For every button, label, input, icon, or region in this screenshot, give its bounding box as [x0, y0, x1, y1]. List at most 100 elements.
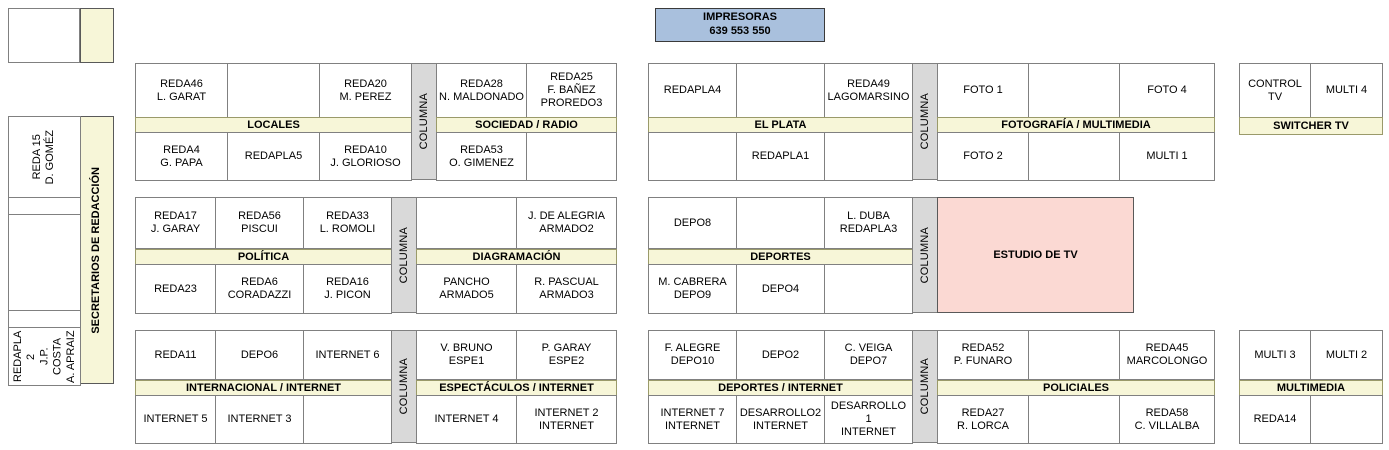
cell-diagramacion-top-1[interactable]: J. DE ALEGRIA ARMADO2 — [516, 197, 617, 249]
cell-fotografia-bottom-2[interactable]: MULTI 1 — [1119, 132, 1215, 181]
sidebar-title: SECRETARIOS DE REDACCIÓN — [90, 166, 103, 334]
sidebar-item-spacer-2[interactable] — [8, 310, 81, 328]
columna-strip-3: COLUMNA — [391, 197, 417, 313]
cell-espectaculos-bottom-1[interactable]: INTERNET 2 INTERNET — [516, 395, 617, 444]
cell-elplata-top-0[interactable]: REDAPLA4 — [648, 63, 737, 118]
sidebar-item-reda15[interactable]: REDA 15 D. GOMÉZ — [8, 116, 81, 198]
cell-locales-bottom-0[interactable]: REDA4 G. PAPA — [135, 132, 228, 181]
cell-policiales-bottom-2[interactable]: REDA58 C. VILLALBA — [1119, 395, 1215, 444]
printers-box: IMPRESORAS 639 553 550 — [655, 8, 825, 42]
cell-policiales-bottom-0[interactable]: REDA27 R. LORCA — [937, 395, 1029, 444]
cell-elplata-bottom-2[interactable] — [824, 132, 913, 181]
cell-deportes-top-1[interactable] — [736, 197, 825, 249]
cell-multimedia-top-1[interactable]: MULTI 2 — [1310, 330, 1383, 380]
columna-label: COLUMNA — [418, 93, 430, 150]
sidebar-item-spacer-1[interactable] — [8, 197, 81, 215]
columna-strip-5: COLUMNA — [391, 330, 417, 443]
cell-switcher-top-1[interactable]: MULTI 4 — [1310, 63, 1383, 118]
band-sociedad-radio: SOCIEDAD / RADIO — [436, 117, 617, 133]
cell-locales-top-0[interactable]: REDA46 L. GARAT — [135, 63, 228, 118]
cell-espectaculos-top-1[interactable]: P. GARAY ESPE2 — [516, 330, 617, 380]
cell-diagramacion-top-0[interactable] — [416, 197, 517, 249]
cell-locales-top-2[interactable]: REDA20 M. PEREZ — [319, 63, 412, 118]
group-elplata-fotografia: REDAPLA4 REDA49 LAGOMARSINO EL PLATA RED… — [648, 63, 1215, 181]
sidebar-main-block: SECRETARIOS DE REDACCIÓN REDA 15 D. GOMÉ… — [8, 116, 114, 386]
cell-diagramacion-bottom-1[interactable]: R. PASCUAL ARMADO3 — [516, 264, 617, 314]
band-internacional-internet: INTERNACIONAL / INTERNET — [135, 380, 392, 396]
cell-switcher-top-0[interactable]: CONTROL TV — [1239, 63, 1311, 118]
cell-policiales-top-1[interactable] — [1028, 330, 1120, 380]
estudio-de-tv-area[interactable]: ESTUDIO DE TV — [937, 197, 1134, 313]
cell-internacional-bottom-0[interactable]: INTERNET 5 — [135, 395, 216, 444]
cell-internacional-top-0[interactable]: REDA11 — [135, 330, 216, 380]
cell-elplata-bottom-1[interactable]: REDAPLA1 — [736, 132, 825, 181]
cell-fotografia-top-2[interactable]: FOTO 4 — [1119, 63, 1215, 118]
cell-multimedia-bottom-0[interactable]: REDA14 — [1239, 395, 1311, 444]
cell-deportesinternet-bottom-2[interactable]: DESARROLLO 1 INTERNET — [824, 395, 913, 444]
band-politica: POLÍTICA — [135, 249, 392, 265]
cell-politica-bottom-0[interactable]: REDA23 — [135, 264, 216, 314]
band-diagramacion: DIAGRAMACIÓN — [416, 249, 617, 265]
cell-multimedia-top-0[interactable]: MULTI 3 — [1239, 330, 1311, 380]
cell-diagramacion-bottom-0[interactable]: PANCHO ARMADO5 — [416, 264, 517, 314]
columna-label: COLUMNA — [919, 358, 931, 415]
cell-locales-bottom-2[interactable]: REDA10 J. GLORIOSO — [319, 132, 412, 181]
group-locales-sociedad: REDA46 L. GARAT REDA20 M. PEREZ LOCALES … — [135, 63, 617, 181]
cell-deportes-bottom-2[interactable] — [824, 264, 913, 314]
cell-policiales-top-0[interactable]: REDA52 P. FUNARO — [937, 330, 1029, 380]
cell-locales-top-1[interactable] — [227, 63, 320, 118]
group-multimedia: MULTI 3 MULTI 2 MULTIMEDIA REDA14 — [1239, 330, 1383, 444]
band-fotografia-multimedia: FOTOGRAFÍA / MULTIMEDIA — [937, 117, 1215, 133]
band-locales: LOCALES — [135, 117, 412, 133]
group-internacional-espectaculos: REDA11 DEPO6 INTERNET 6 INTERNACIONAL / … — [135, 330, 617, 444]
columna-strip-4: COLUMNA — [912, 197, 938, 313]
cell-sociedad-bottom-0[interactable]: REDA53 O. GIMENEZ — [436, 132, 527, 181]
cell-fotografia-bottom-0[interactable]: FOTO 2 — [937, 132, 1029, 181]
cell-politica-bottom-2[interactable]: REDA16 J. PICON — [303, 264, 392, 314]
sidebar-top-empty-cell[interactable] — [8, 8, 80, 63]
cell-deportesinternet-bottom-1[interactable]: DESARROLLO2 INTERNET — [736, 395, 825, 444]
sidebar-title-strip: SECRETARIOS DE REDACCIÓN — [80, 116, 114, 384]
cell-deportes-top-0[interactable]: DEPO8 — [648, 197, 737, 249]
cell-fotografia-top-1[interactable] — [1028, 63, 1120, 118]
cell-elplata-bottom-0[interactable] — [648, 132, 737, 181]
cell-deportesinternet-top-1[interactable]: DEPO2 — [736, 330, 825, 380]
cell-deportes-top-2[interactable]: L. DUBA REDAPLA3 — [824, 197, 913, 249]
cell-internacional-bottom-2[interactable] — [303, 395, 392, 444]
cell-politica-top-1[interactable]: REDA56 PISCUI — [215, 197, 304, 249]
cell-policiales-top-2[interactable]: REDA45 MARCOLONGO — [1119, 330, 1215, 380]
cell-fotografia-bottom-1[interactable] — [1028, 132, 1120, 181]
cell-politica-bottom-1[interactable]: REDA6 CORADAZZI — [215, 264, 304, 314]
group-deportesinternet-policiales: F. ALEGRE DEPO10 DEPO2 C. VEIGA DEPO7 DE… — [648, 330, 1215, 444]
cell-elplata-top-1[interactable] — [736, 63, 825, 118]
cell-locales-bottom-1[interactable]: REDAPLA5 — [227, 132, 320, 181]
cell-sociedad-top-1[interactable]: REDA25 F. BAÑEZ PROREDO3 — [526, 63, 617, 118]
cell-multimedia-bottom-1[interactable] — [1310, 395, 1383, 444]
cell-deportes-bottom-1[interactable]: DEPO4 — [736, 264, 825, 314]
cell-policiales-bottom-1[interactable] — [1028, 395, 1120, 444]
cell-sociedad-top-0[interactable]: REDA28 N. MALDONADO — [436, 63, 527, 118]
columna-strip-1: COLUMNA — [411, 63, 437, 180]
columna-label: COLUMNA — [398, 226, 410, 284]
printers-numbers: 639 553 550 — [709, 25, 771, 37]
columna-label: COLUMNA — [919, 226, 931, 284]
cell-internacional-top-1[interactable]: DEPO6 — [215, 330, 304, 380]
cell-sociedad-bottom-1[interactable] — [526, 132, 617, 181]
band-deportes: DEPORTES — [648, 249, 913, 265]
cell-elplata-top-2[interactable]: REDA49 LAGOMARSINO — [824, 63, 913, 118]
cell-politica-top-0[interactable]: REDA17 J. GARAY — [135, 197, 216, 249]
cell-deportesinternet-top-2[interactable]: C. VEIGA DEPO7 — [824, 330, 913, 380]
cell-espectaculos-top-0[interactable]: V. BRUNO ESPE1 — [416, 330, 517, 380]
cell-espectaculos-bottom-0[interactable]: INTERNET 4 — [416, 395, 517, 444]
cell-internacional-bottom-1[interactable]: INTERNET 3 — [215, 395, 304, 444]
cell-deportesinternet-bottom-0[interactable]: INTERNET 7 INTERNET — [648, 395, 737, 444]
cell-fotografia-top-0[interactable]: FOTO 1 — [937, 63, 1029, 118]
cell-politica-top-2[interactable]: REDA33 L. ROMOLI — [303, 197, 392, 249]
sidebar-item-empty-mid[interactable] — [8, 214, 81, 311]
sidebar-item-redapla2[interactable]: REDAPLA 2 J.P. COSTA A. APRAIZ — [8, 327, 81, 386]
columna-strip-2: COLUMNA — [912, 63, 938, 180]
cell-internacional-top-2[interactable]: INTERNET 6 — [303, 330, 392, 380]
cell-deportesinternet-top-0[interactable]: F. ALEGRE DEPO10 — [648, 330, 737, 380]
columna-label: COLUMNA — [398, 358, 410, 415]
cell-deportes-bottom-0[interactable]: M. CABRERA DEPO9 — [648, 264, 737, 314]
